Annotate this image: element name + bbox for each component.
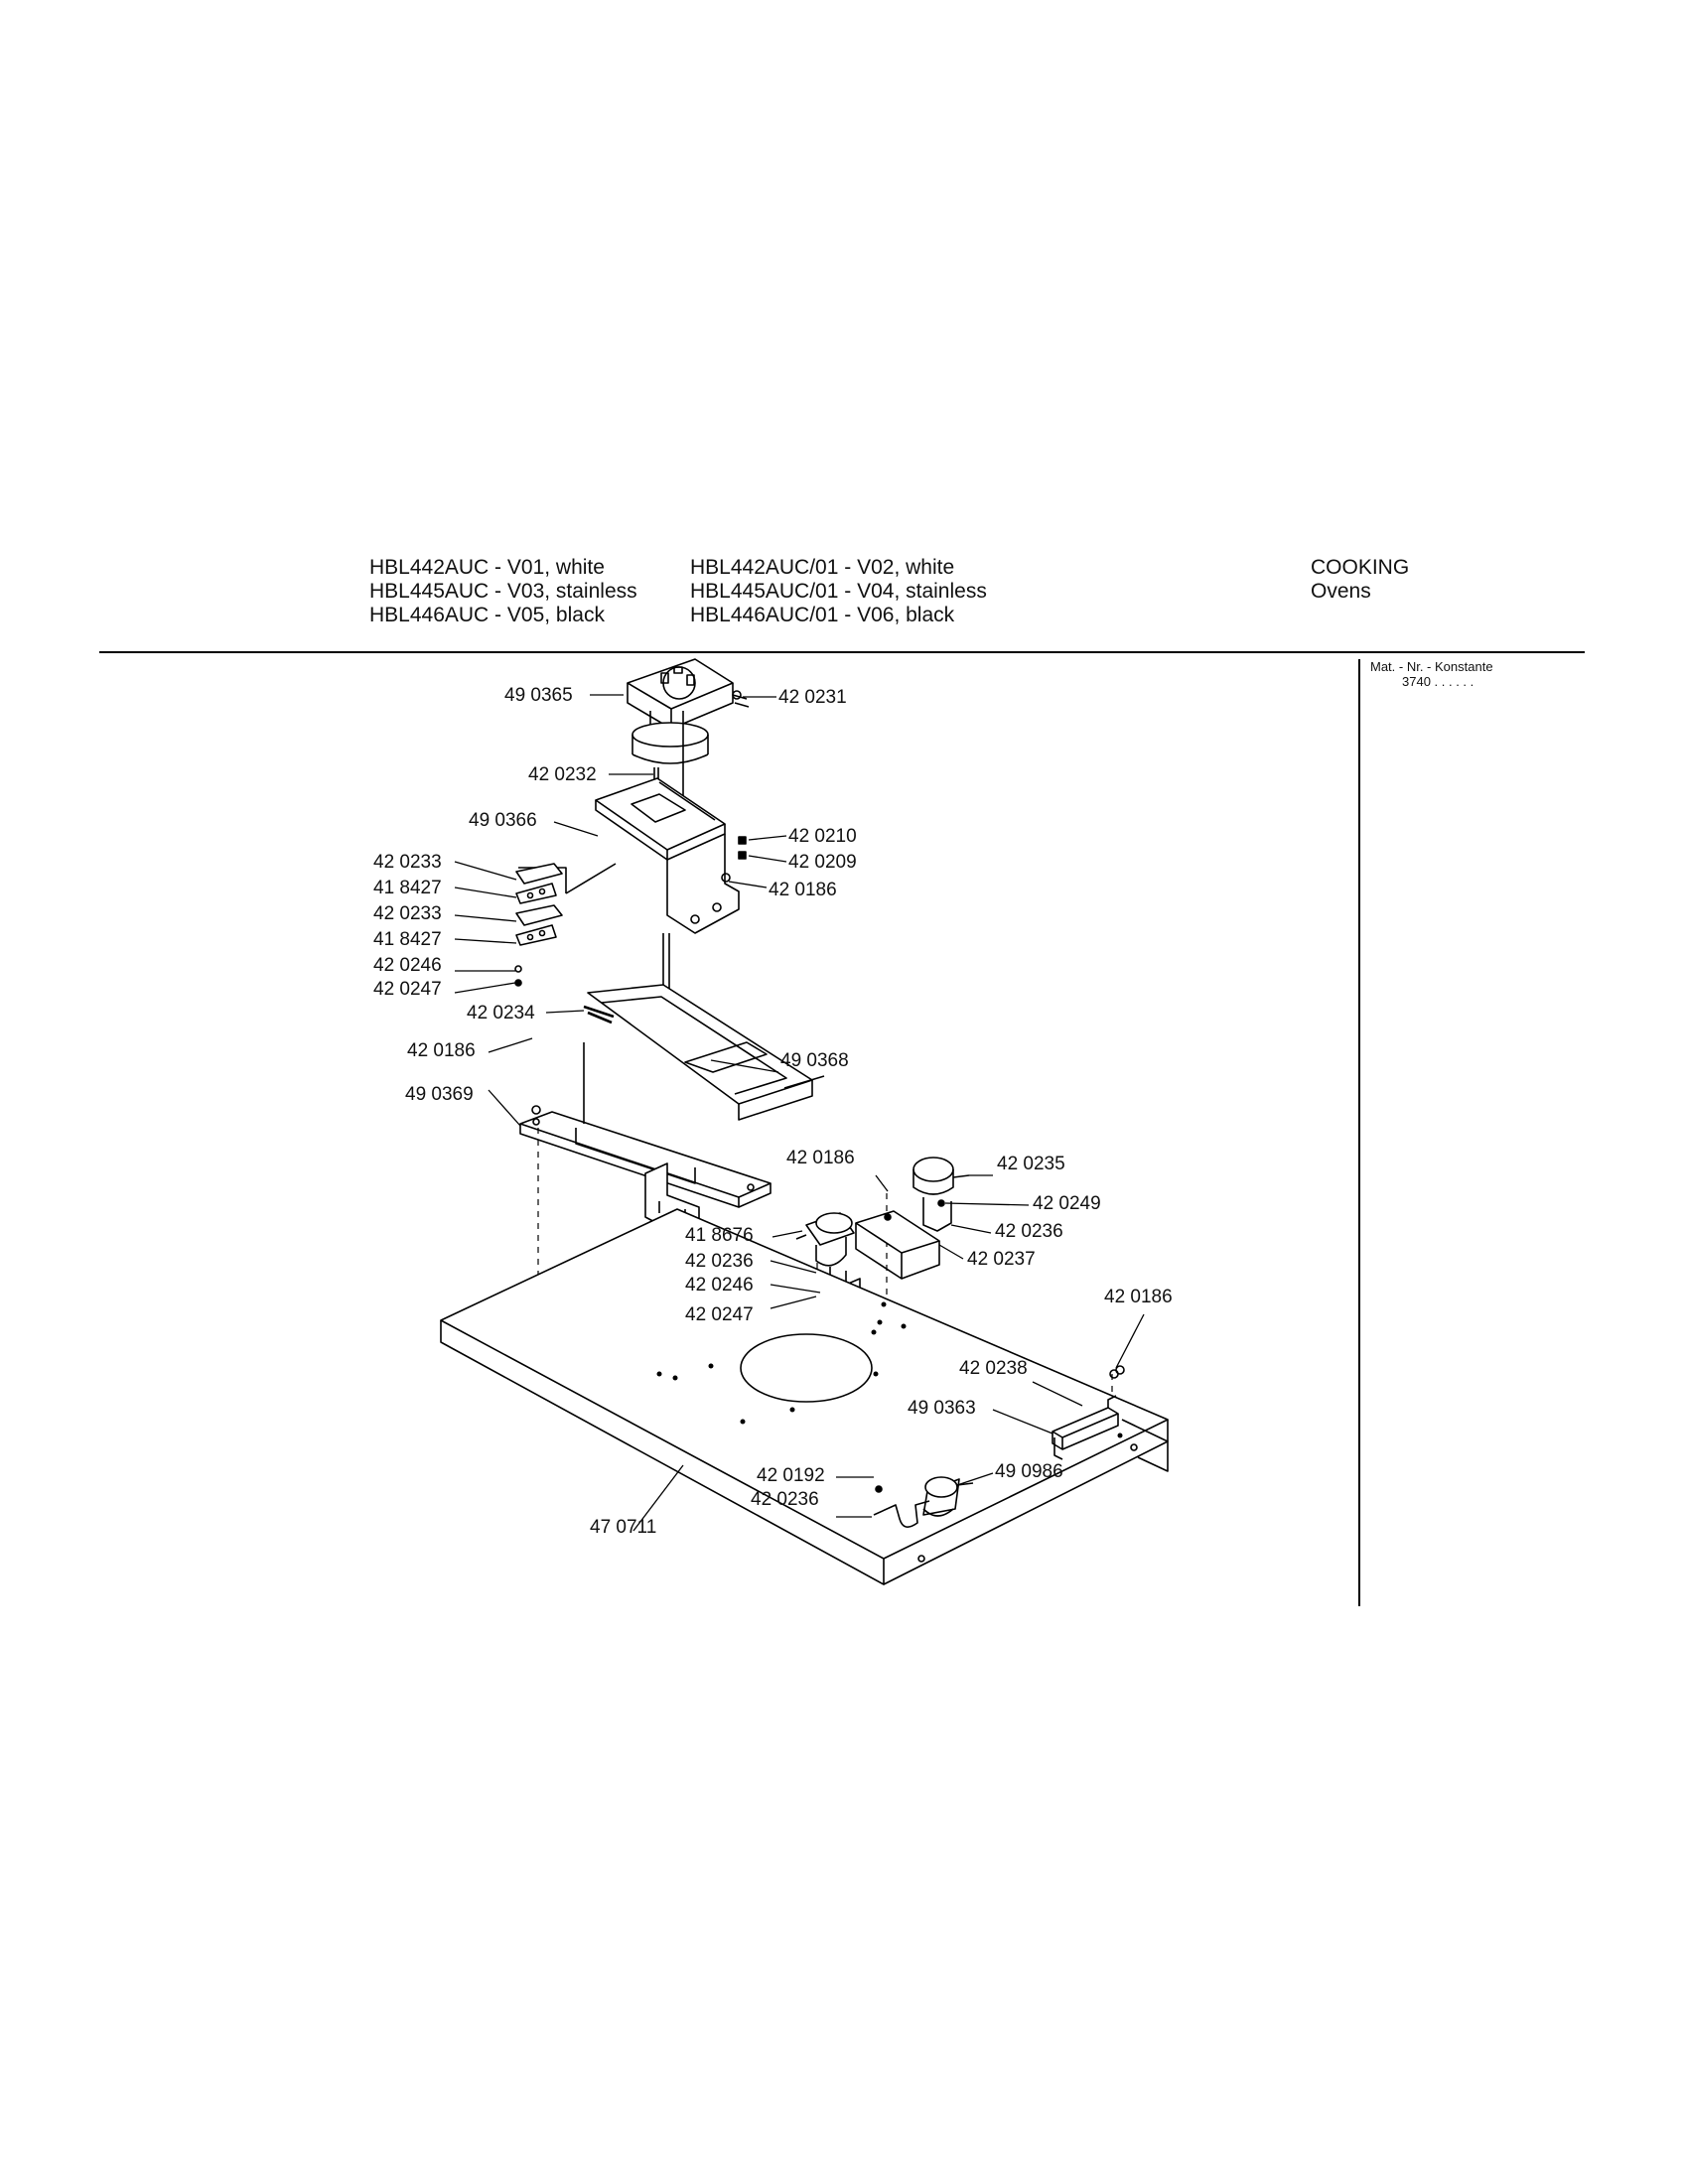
- callout-label: 49 0365: [504, 685, 573, 706]
- callout-label: 42 0236: [685, 1251, 754, 1272]
- category-title: COOKING: [1311, 556, 1410, 579]
- callout-label: 42 0186: [769, 880, 837, 900]
- model-line: HBL445AUC/01 - V04, stainless: [690, 580, 987, 603]
- callout-label: 42 0209: [788, 852, 857, 873]
- model-list-right: HBL442AUC/01 - V02, white HBL445AUC/01 -…: [690, 556, 987, 627]
- switch-stack: [514, 863, 563, 987]
- callout-label: 41 8427: [373, 929, 442, 950]
- callout-label: 42 0232: [528, 764, 597, 785]
- timer-motor: [632, 711, 709, 764]
- callout-label: 49 0986: [995, 1461, 1063, 1482]
- door-lock-rod: [583, 933, 825, 1121]
- timer-bracket: [595, 777, 740, 934]
- callout-label: 42 0186: [786, 1148, 855, 1168]
- oven-top-plate: [440, 1208, 1169, 1585]
- callout-label: 42 0233: [373, 852, 442, 873]
- callout-label: 42 0186: [407, 1040, 476, 1061]
- thermostat-left: [795, 1212, 861, 1297]
- callout-labels: 49 0365 42 0231 42 0232 49 0366 42 0210 …: [373, 685, 1173, 1538]
- thermostat-bottom: [873, 1476, 974, 1528]
- timer-module: [627, 658, 750, 730]
- fasteners: [721, 690, 1125, 1375]
- callout-label: 42 0233: [373, 903, 442, 924]
- callout-label: 42 0246: [685, 1275, 754, 1296]
- callout-label: 42 0235: [997, 1154, 1065, 1174]
- callout-label: 47 0711: [590, 1517, 656, 1538]
- callout-label: 42 0231: [778, 687, 847, 708]
- callout-label: 42 0236: [751, 1489, 819, 1510]
- lock-rail: [519, 1042, 772, 1208]
- category-block: COOKING Ovens: [1311, 556, 1409, 604]
- callout-label: 42 0247: [373, 979, 442, 1000]
- hinge-strap: [1052, 1369, 1119, 1460]
- category-subtitle: Ovens: [1311, 580, 1371, 603]
- callout-label: 42 0246: [373, 955, 442, 976]
- sidebar-divider: [1358, 659, 1360, 1606]
- thermostat-right: [855, 1157, 970, 1280]
- material-number-value: 3740 . . . . . .: [1402, 674, 1474, 689]
- callout-label: 42 0234: [467, 1003, 535, 1024]
- model-line: HBL445AUC - V03, stainless: [369, 580, 637, 603]
- callout-label: 49 0368: [780, 1050, 849, 1071]
- callout-label: 49 0366: [469, 810, 537, 831]
- header-divider: [99, 651, 1585, 653]
- callout-leaders: [454, 694, 1145, 1532]
- model-line: HBL442AUC - V01, white: [369, 556, 605, 579]
- callout-label: 42 0249: [1033, 1193, 1101, 1214]
- callout-label: 42 0236: [995, 1221, 1063, 1242]
- model-list-left: HBL442AUC - V01, white HBL445AUC - V03, …: [369, 556, 637, 627]
- model-line: HBL446AUC/01 - V06, black: [690, 604, 955, 626]
- callout-label: 41 8676: [685, 1225, 754, 1246]
- callout-label: 41 8427: [373, 878, 442, 898]
- callout-label: 42 0192: [757, 1465, 825, 1486]
- callout-label: 42 0247: [685, 1304, 754, 1325]
- callout-label: 49 0369: [405, 1084, 474, 1105]
- model-line: HBL446AUC - V05, black: [369, 604, 605, 626]
- callout-label: 42 0238: [959, 1358, 1028, 1379]
- callout-label: 42 0210: [788, 826, 857, 847]
- callout-label: 42 0237: [967, 1249, 1036, 1270]
- callout-label: 42 0186: [1104, 1287, 1173, 1307]
- callout-label: 49 0363: [908, 1398, 976, 1419]
- model-line: HBL442AUC/01 - V02, white: [690, 556, 955, 579]
- material-number-label: Mat. - Nr. - Konstante: [1370, 659, 1493, 674]
